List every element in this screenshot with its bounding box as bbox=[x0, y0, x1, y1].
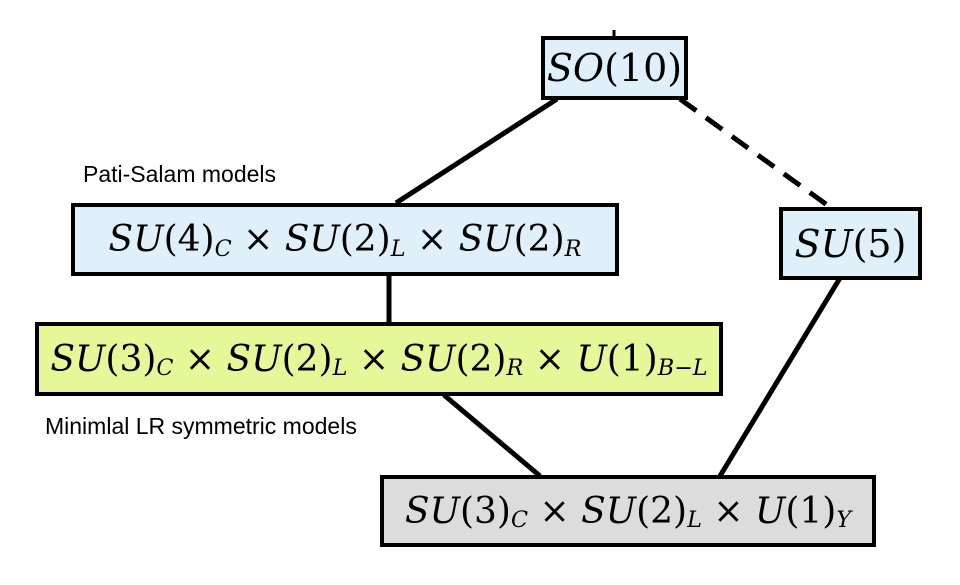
edge-su5-sm bbox=[717, 276, 843, 478]
node-so10: SO(10) bbox=[541, 36, 688, 100]
node-su5: SU(5) bbox=[779, 207, 922, 280]
edge-so10-pati-salam bbox=[394, 96, 559, 206]
node-pati-salam: SU(4)C × SU(2)L × SU(2)R bbox=[71, 203, 619, 276]
label-lr: Minimlal LR symmetric models bbox=[45, 413, 357, 439]
node-sm: SU(3)C × SU(2)L × U(1)Y bbox=[380, 475, 876, 547]
edge-lr-sm bbox=[442, 393, 542, 478]
node-lr: SU(3)C × SU(2)L × SU(2)R × U(1)B−L bbox=[35, 322, 723, 396]
edge-so10-su5 bbox=[678, 96, 832, 210]
label-pati-salam: Pati-Salam models bbox=[83, 161, 277, 187]
